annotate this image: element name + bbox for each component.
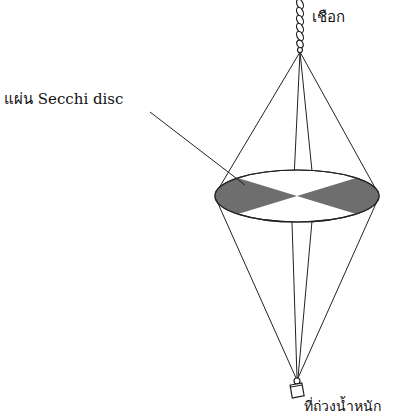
lower-strings: [216, 199, 378, 378]
disc-label: แผ่น Secchi disc: [4, 90, 123, 108]
secchi-disc: [205, 168, 389, 224]
leader-line: [150, 112, 245, 185]
weight: [290, 378, 304, 398]
weight-label: ที่ถ่วงน้ำหนัก: [304, 398, 381, 415]
rope-label: เชือก: [312, 8, 345, 26]
rope: [295, 0, 305, 52]
